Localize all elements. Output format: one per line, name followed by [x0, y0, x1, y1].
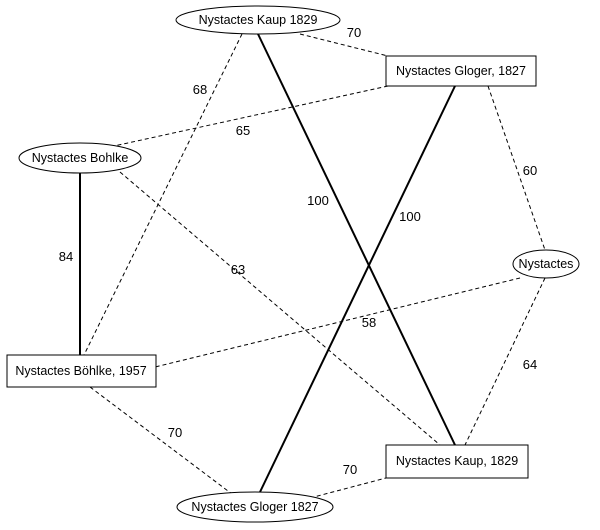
edge-label-nystactes-bohlke-box: 58 — [362, 315, 376, 330]
edge-label-gloger-bottom-kaup-box: 70 — [343, 462, 357, 477]
edge-nystactes-to-bohlke-box — [154, 277, 521, 368]
edge-bohlke-to-kaup-box — [119, 171, 441, 446]
node-ellipse-shape — [512, 249, 580, 279]
edge-nystactes-to-kaup-box — [464, 277, 546, 446]
edge-kaup-top-to-gloger-box — [299, 33, 389, 57]
node-box-shape — [6, 354, 157, 388]
edge-bohlke-box-to-gloger-bottom — [89, 386, 233, 495]
node-nystactes-ellipse[interactable]: Nystactes — [512, 249, 580, 279]
edge-label-nystactes-kaup-box: 64 — [523, 357, 537, 372]
node-nystactes-gloger-1827-ellipse[interactable]: Nystactes Gloger 1827 — [176, 491, 334, 523]
node-box-shape — [385, 444, 529, 479]
edge-label-kaup-top-bohlke-box: 68 — [193, 82, 207, 97]
edge-label-kaup-top-gloger-box: 70 — [347, 25, 361, 40]
node-label: Nystactes Gloger, 1827 — [396, 64, 526, 78]
edge-gloger-box-to-nystactes — [487, 85, 546, 251]
edge-kaup-top-to-bohlke-box — [83, 33, 243, 356]
node-ellipse-shape — [176, 491, 334, 523]
nodes-layer: Nystactes Kaup 1829 Nystactes Gloger, 18… — [6, 5, 580, 523]
edge-label-kaup-top-kaup-box: 100 — [307, 193, 329, 208]
edge-labels-layer: 70 68 65 60 100 100 84 63 58 64 70 70 — [59, 25, 537, 477]
node-box-shape — [385, 55, 537, 87]
node-ellipse-shape — [175, 5, 341, 35]
edge-gloger-box-to-bohlke — [104, 85, 389, 149]
node-label: Nystactes Bohlke — [32, 151, 129, 165]
edge-kaup-top-to-kaup-box — [257, 33, 456, 446]
node-label: Nystactes — [519, 257, 574, 271]
node-label: Nystactes Kaup 1829 — [199, 13, 318, 27]
edge-gloger-bottom-to-kaup-box — [309, 477, 387, 499]
node-label: Nystactes Kaup, 1829 — [396, 454, 518, 468]
edges-layer — [79, 33, 546, 499]
node-label: Nystactes Böhlke, 1957 — [15, 364, 146, 378]
edge-label-bohlke-kaup-box: 63 — [231, 262, 245, 277]
edge-label-gloger-box-gloger-bottom: 100 — [399, 209, 421, 224]
edge-label-gloger-box-nystactes: 60 — [523, 163, 537, 178]
node-nystactes-kaup-1829-box[interactable]: Nystactes Kaup, 1829 — [385, 444, 529, 479]
edge-label-bohlke-box-gloger-bottom: 70 — [168, 425, 182, 440]
edge-label-bohlke-bohlke-box: 84 — [59, 249, 73, 264]
node-nystactes-bohlke-1957-box[interactable]: Nystactes Böhlke, 1957 — [6, 354, 157, 388]
node-label: Nystactes Gloger 1827 — [191, 500, 318, 514]
node-nystactes-gloger-1827-box[interactable]: Nystactes Gloger, 1827 — [385, 55, 537, 87]
edge-label-gloger-box-bohlke: 65 — [236, 123, 250, 138]
node-nystactes-kaup-1829-ellipse[interactable]: Nystactes Kaup 1829 — [175, 5, 341, 35]
edge-gloger-box-to-gloger-bottom — [259, 85, 456, 493]
node-nystactes-bohlke-ellipse[interactable]: Nystactes Bohlke — [18, 142, 142, 174]
node-ellipse-shape — [18, 142, 142, 174]
